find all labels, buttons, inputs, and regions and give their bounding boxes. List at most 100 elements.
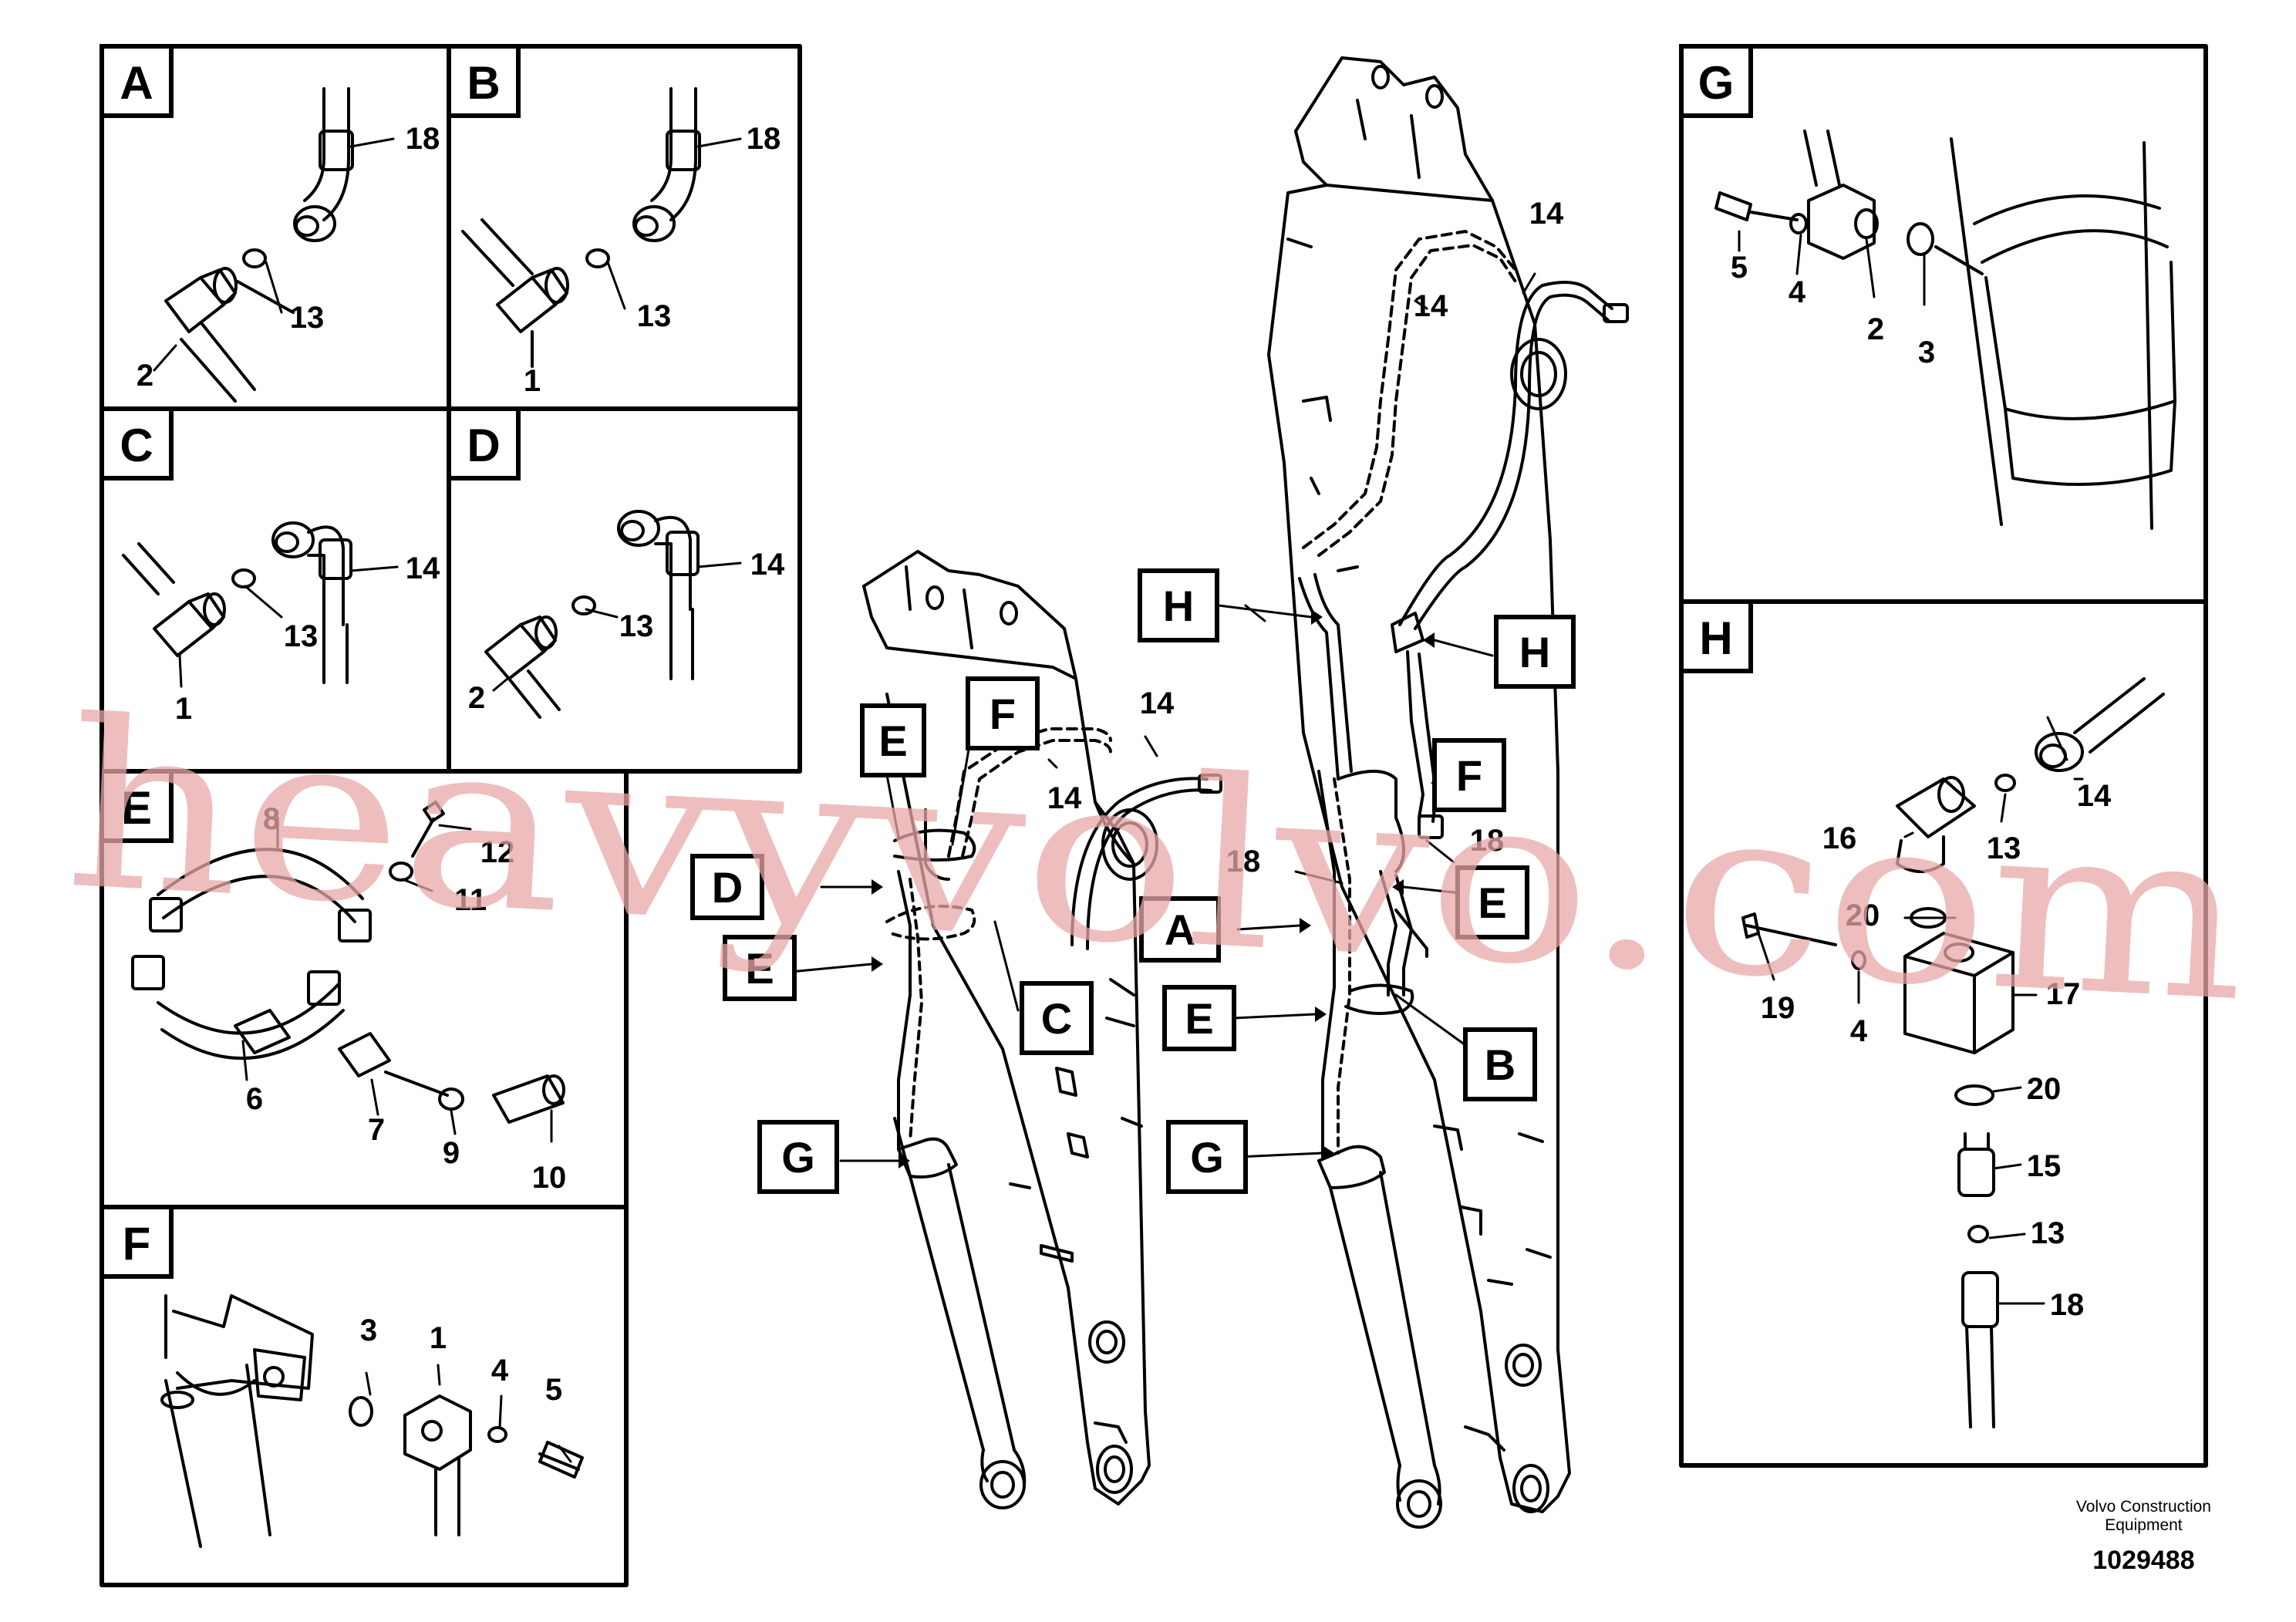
arm-left xyxy=(862,550,1222,1509)
part-label-18-panel-a: 18 xyxy=(406,122,440,156)
part-label-14-panel-d: 14 xyxy=(750,548,785,582)
callout-tag-f-left-label: F xyxy=(990,690,1016,738)
part-label-18-panel-b: 18 xyxy=(747,122,781,156)
panel-h-drawing xyxy=(1741,677,2165,1428)
drawing-number: 1029488 xyxy=(2092,1546,2195,1575)
part-label-7-panel-e: 7 xyxy=(368,1113,385,1147)
callout-tag-e-right-upper: E xyxy=(1455,865,1529,939)
callout-tag-g-left-label: G xyxy=(781,1133,815,1182)
callout-tag-h-right: H xyxy=(1494,615,1576,689)
part-label-13-panel-b: 13 xyxy=(637,299,672,333)
part-label-2-panel-g: 2 xyxy=(1867,312,1884,346)
part-label-14-main-left-b: 14 xyxy=(1140,686,1175,720)
callout-tag-e-left-upper-label: E xyxy=(878,717,907,765)
part-label-2-panel-a: 2 xyxy=(137,359,153,393)
callout-tag-e-left-lower: E xyxy=(723,935,797,1001)
part-label-9-panel-e: 9 xyxy=(443,1136,460,1170)
credit-line-1: Volvo Construction xyxy=(2075,1498,2211,1516)
callout-tag-e-right-upper-label: E xyxy=(1478,878,1506,927)
detail-header-d-label: D xyxy=(467,420,500,471)
detail-header-f-label: F xyxy=(123,1218,151,1270)
callout-tag-c-left: C xyxy=(1020,981,1094,1055)
part-label-1-panel-f: 1 xyxy=(430,1321,447,1355)
detail-header-e-label: E xyxy=(121,782,152,834)
part-label-12-panel-e: 12 xyxy=(480,835,515,869)
detail-panel-h xyxy=(1679,599,2208,1468)
detail-header-f: F xyxy=(99,1205,174,1279)
detail-header-b: B xyxy=(447,44,521,118)
callout-tag-d-left-label: D xyxy=(712,863,743,912)
part-label-18-panel-h: 18 xyxy=(2050,1288,2085,1322)
detail-header-a: A xyxy=(99,44,174,118)
part-label-20-panel-h-lower: 20 xyxy=(2027,1072,2062,1106)
detail-header-c: C xyxy=(99,406,174,481)
panel-b-drawing xyxy=(461,87,701,368)
panel-e-drawing xyxy=(131,801,565,1124)
callout-tag-a-right: A xyxy=(1139,896,1221,963)
detail-leaders xyxy=(153,137,2084,1463)
detail-header-h: H xyxy=(1679,599,1753,673)
detail-panel-f xyxy=(99,1205,629,1587)
part-label-4-panel-h: 4 xyxy=(1850,1014,1868,1048)
part-label-8-panel-e: 8 xyxy=(263,802,280,836)
part-label-14-main-left-a: 14 xyxy=(1047,781,1082,815)
panel-c-drawing xyxy=(122,521,352,684)
callout-tags: D E E F C G H H xyxy=(690,568,1576,1194)
part-label-4-panel-f: 4 xyxy=(491,1354,509,1388)
part-label-2-panel-d: 2 xyxy=(468,681,485,715)
panel-d-drawing xyxy=(484,510,700,719)
callout-tag-f-left: F xyxy=(966,676,1040,750)
callout-tag-h-upper: H xyxy=(1138,568,1219,642)
detail-header-g: G xyxy=(1679,44,1753,118)
detail-header-a-label: A xyxy=(120,57,153,109)
part-label-14-panel-c: 14 xyxy=(406,551,440,585)
callout-tag-g-left: G xyxy=(757,1120,839,1194)
callout-tag-h-upper-label: H xyxy=(1163,582,1194,630)
detail-header-e: E xyxy=(99,769,174,843)
detail-header-b-label: B xyxy=(467,57,500,109)
part-label-20-panel-h-upper: 20 xyxy=(1846,899,1880,932)
detail-headers: A B C D E F G H xyxy=(99,44,1753,1279)
detail-header-c-label: C xyxy=(120,420,153,471)
part-label-5-panel-g: 5 xyxy=(1731,251,1748,285)
part-label-13-panel-d: 13 xyxy=(619,609,654,643)
panel-g-drawing xyxy=(1714,130,2176,530)
callout-tag-e-right-lower: E xyxy=(1162,985,1236,1051)
callout-tag-e-left-lower-label: E xyxy=(745,944,774,993)
part-label-5-panel-f: 5 xyxy=(545,1373,562,1407)
panel-a-drawing xyxy=(164,87,354,403)
arm-right xyxy=(1267,56,1629,1529)
part-label-13-panel-c: 13 xyxy=(284,619,319,653)
publisher-credit: Volvo Construction Equipment 1029488 xyxy=(2076,1498,2211,1576)
part-label-19-panel-h: 19 xyxy=(1761,991,1795,1025)
part-number-labels: 18 13 2 18 13 1 14 13 1 14 13 2 8 12 11 … xyxy=(137,122,2112,1407)
detail-header-h-label: H xyxy=(1699,612,1732,664)
callout-tag-h-right-label: H xyxy=(1519,628,1550,676)
part-label-16-panel-h: 16 xyxy=(1822,821,1857,855)
part-label-1-panel-c: 1 xyxy=(175,692,192,726)
callout-tag-e-left-upper: E xyxy=(860,703,926,777)
part-label-17-panel-h: 17 xyxy=(2046,977,2081,1011)
watermark-text: heavyvolvo.com xyxy=(60,670,2254,1054)
detail-panel-g xyxy=(1679,44,2208,604)
part-label-3-panel-f: 3 xyxy=(360,1313,377,1347)
callout-tag-g-right-label: G xyxy=(1190,1133,1224,1182)
callout-tag-d-left: D xyxy=(690,854,764,920)
panel-f-drawing xyxy=(160,1294,584,1548)
part-label-13-panel-h-lower: 13 xyxy=(2031,1216,2065,1250)
part-label-14-panel-h: 14 xyxy=(2077,779,2112,813)
callout-tag-b-right: B xyxy=(1463,1027,1537,1101)
part-label-4-panel-g: 4 xyxy=(1789,275,1806,309)
callout-tag-a-right-label: A xyxy=(1165,905,1195,954)
part-label-11-panel-e: 11 xyxy=(454,883,487,917)
part-label-1-panel-b: 1 xyxy=(524,364,541,398)
part-label-13-panel-h-upper: 13 xyxy=(1987,831,2021,865)
callout-tag-f-right: F xyxy=(1432,738,1506,812)
part-label-13-panel-a: 13 xyxy=(290,301,325,335)
part-label-18-main-b: 18 xyxy=(1470,824,1505,858)
part-label-14-main-right-b: 14 xyxy=(1414,289,1448,323)
callout-tag-b-right-label: B xyxy=(1485,1040,1515,1089)
callout-tag-c-left-label: C xyxy=(1041,994,1072,1043)
part-label-10-panel-e: 10 xyxy=(532,1161,567,1195)
